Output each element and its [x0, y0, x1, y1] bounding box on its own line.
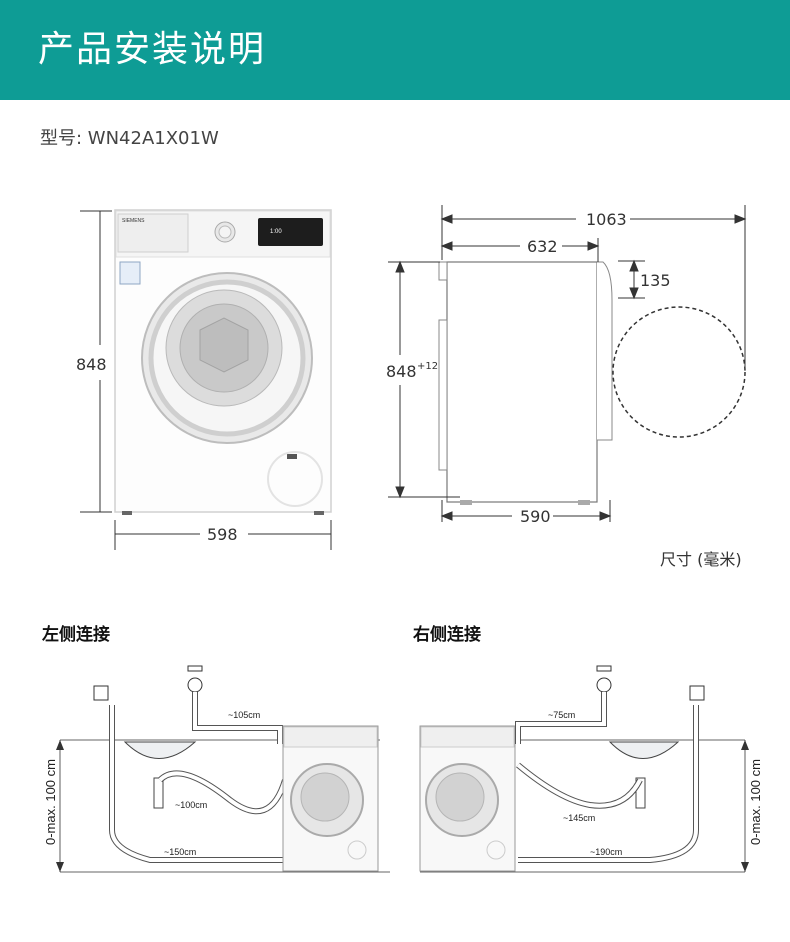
front-height-dimension [80, 210, 112, 513]
right-hose-label-3: ~190cm [590, 847, 622, 857]
door-swing-arc [612, 306, 746, 438]
service-flap [267, 451, 323, 507]
units-label: 尺寸 (毫米) [660, 550, 742, 569]
body-depth-label: 632 [527, 237, 558, 256]
right-connection-diagram [419, 665, 749, 873]
right-hose-label-1: ~75cm [548, 710, 575, 720]
power-socket-icon [93, 685, 109, 701]
right-connection-title: 右侧连接 [413, 625, 481, 645]
sink-basin [608, 741, 680, 759]
left-hose-label-2: ~100cm [175, 800, 207, 810]
front-width-label: 598 [207, 525, 238, 544]
display-readout: 1:00 [270, 229, 282, 235]
side-view-washer [438, 261, 746, 505]
right-height-label: 0-max. 100 cm [748, 759, 763, 845]
left-connection-diagram [56, 665, 390, 873]
front-view-washer: SIEMENS 1:00 [114, 209, 332, 515]
power-socket-icon [689, 685, 705, 701]
sink-basin [123, 741, 197, 759]
base-depth-label: 590 [520, 507, 551, 526]
sink-trap-icon [635, 777, 646, 809]
water-tap-icon [596, 677, 612, 693]
door-release-icon [287, 454, 297, 459]
front-height-label: 848 [76, 355, 107, 374]
left-hose-label-1: ~105cm [228, 710, 260, 720]
sink-trap-icon [153, 777, 164, 809]
left-height-label: 0-max. 100 cm [43, 759, 58, 845]
top-offset-label: 135 [640, 271, 671, 290]
left-connection-title: 左侧连接 [42, 625, 110, 645]
display-panel [258, 218, 323, 246]
left-hose-label-3: ~150cm [164, 847, 196, 857]
side-height-label: 848 [386, 362, 417, 381]
total-depth-label: 1063 [586, 210, 627, 229]
header-banner: 产品安装说明 [0, 0, 790, 100]
right-hose-label-2: ~145cm [563, 813, 595, 823]
model-number: 型号: WN42A1X01W [40, 128, 219, 149]
front-width-dimension [114, 520, 332, 550]
page-title: 产品安装说明 [38, 29, 267, 70]
water-tap-icon [187, 677, 203, 693]
brand-badge: SIEMENS [122, 218, 145, 224]
side-dimensions [388, 205, 747, 522]
side-height-tolerance: +12 [417, 361, 438, 372]
energy-badge-icon [119, 261, 141, 285]
